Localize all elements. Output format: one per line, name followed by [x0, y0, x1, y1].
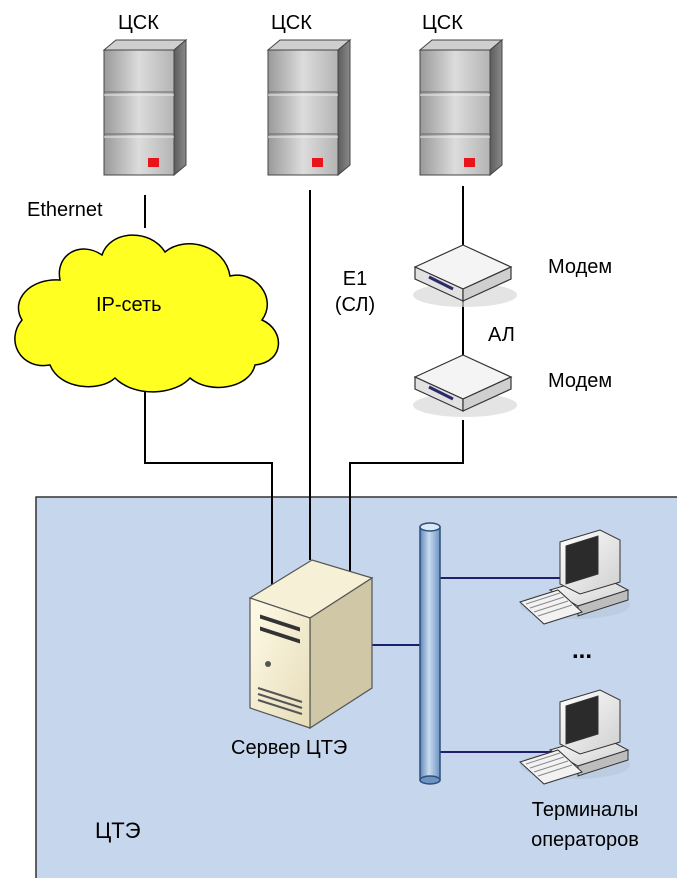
e1-label-line1: E1 — [342, 268, 368, 290]
csk-label-1: ЦСК — [118, 12, 159, 34]
status-led — [312, 158, 323, 167]
csk-label-3: ЦСК — [422, 12, 463, 34]
operator-terminal-1 — [519, 529, 630, 625]
cte-server-label: Сервер ЦТЭ — [231, 737, 348, 759]
cte-server-tower — [248, 559, 374, 730]
status-led — [464, 158, 475, 167]
modem-top — [413, 244, 517, 307]
ip-cloud — [14, 234, 280, 393]
lan-bus — [419, 522, 441, 785]
modem-top-label: Модем — [548, 256, 613, 278]
modem-link-to-server — [349, 420, 464, 590]
terminals-label: Терминалы операторов — [500, 795, 670, 855]
status-led — [148, 158, 159, 167]
ethernet-label: Ethernet — [27, 199, 103, 221]
csk-server-1 — [102, 38, 188, 177]
e1-label-line2: (СЛ) — [334, 294, 376, 316]
modem-bottom-label: Модем — [548, 370, 613, 392]
subscriber-line-label: АЛ — [488, 324, 515, 346]
cte-zone-label: ЦТЭ — [95, 818, 141, 843]
connection-lines — [144, 186, 464, 590]
csk-label-2: ЦСК — [271, 12, 312, 34]
modem-bottom — [413, 354, 517, 417]
terminals-label-line1: Терминалы — [531, 799, 639, 821]
csk-server-3 — [418, 38, 504, 177]
ip-network-label: IP-сеть — [96, 294, 162, 316]
terminals-label-line2: операторов — [531, 829, 639, 851]
ellipsis-label: ... — [572, 637, 593, 664]
csk-server-2 — [266, 38, 352, 177]
ip-link-to-server — [144, 385, 273, 590]
operator-terminal-2 — [519, 689, 630, 785]
e1-label: E1 (СЛ) — [325, 266, 385, 318]
